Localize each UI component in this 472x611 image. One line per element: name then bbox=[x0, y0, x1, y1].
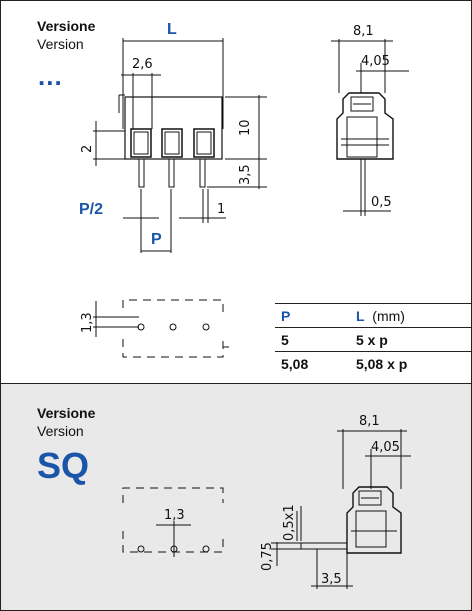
dim-2: 2 bbox=[80, 145, 95, 153]
sq-dim-0-5x1: 0,5x1 bbox=[282, 504, 297, 541]
table-cell-l: 5 x p bbox=[349, 327, 471, 352]
dim-1: 1 bbox=[217, 202, 225, 217]
table-header-unit: (mm) bbox=[372, 307, 405, 324]
sq-side-view-drawing bbox=[271, 429, 411, 589]
sq-dim-8-1: 8,1 bbox=[359, 414, 380, 429]
footprint-sq-holes bbox=[137, 521, 210, 557]
sq-dim-1-3: 1,3 bbox=[164, 508, 185, 523]
version-label-sq: Version bbox=[37, 423, 84, 439]
sq-dim-3-5: 3,5 bbox=[321, 572, 342, 587]
table-row: 5,08 5,08 x p bbox=[275, 352, 471, 376]
footprint-top-holes bbox=[93, 301, 229, 348]
footprint-top-drawing bbox=[122, 299, 224, 358]
version-label: Version bbox=[37, 36, 84, 52]
table-header-row: P L (mm) bbox=[275, 303, 471, 328]
dim-l-label: L bbox=[167, 21, 177, 38]
dim-10: 10 bbox=[238, 119, 253, 136]
versione-label-sq: Versione bbox=[37, 405, 96, 421]
dim-2-6: 2,6 bbox=[132, 57, 153, 72]
table-row: 5 5 x p bbox=[275, 327, 471, 352]
table-header-p: P bbox=[281, 307, 291, 324]
table-cell-p: 5,08 bbox=[281, 355, 309, 372]
sq-dim-4-05: 4,05 bbox=[371, 440, 400, 455]
dim-4-05: 4,05 bbox=[361, 54, 390, 69]
sq-dim-0-75: 0,75 bbox=[260, 542, 275, 571]
pitch-length-table: P L (mm) 5 5 x p 5,08 5,08 x p bbox=[275, 303, 471, 375]
versione-label: Versione bbox=[37, 18, 96, 34]
front-view-drawing bbox=[93, 38, 267, 253]
dim-p-half: P/2 bbox=[79, 201, 103, 218]
version-code-sq: SQ bbox=[37, 445, 90, 486]
side-view-drawing bbox=[331, 39, 409, 216]
table-cell-l: 5,08 x p bbox=[355, 355, 408, 372]
table-header-l: L bbox=[355, 307, 365, 324]
version-code-dots: ... bbox=[38, 61, 63, 91]
dim-1-3: 1,3 bbox=[80, 312, 95, 333]
table-cell-p: 5 bbox=[275, 327, 350, 352]
dim-3-5: 3,5 bbox=[238, 164, 253, 185]
dim-8-1: 8,1 bbox=[353, 24, 374, 39]
dim-0-5: 0,5 bbox=[371, 195, 392, 210]
dim-p: P bbox=[151, 231, 162, 248]
